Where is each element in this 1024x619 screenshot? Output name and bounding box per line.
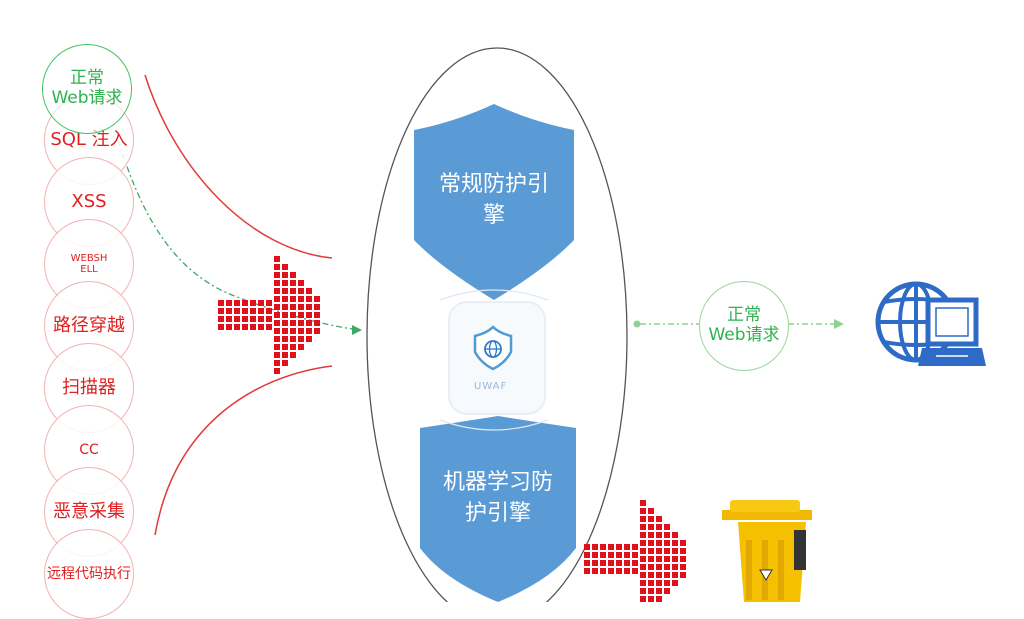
funnel-curve-bottom: [154, 365, 333, 536]
shield-top: [414, 104, 574, 300]
attack-arrow-in: [218, 256, 320, 374]
threat-circle-remote-code-execution: 远程代码执行: [44, 529, 134, 619]
threat-label: XSS: [71, 190, 107, 212]
normal-request-out-label: 正常 Web请求: [708, 305, 780, 345]
threat-label: 路径穿越: [53, 314, 125, 336]
waf-ellipse: [366, 47, 628, 602]
ml-engine-label: 机器学习防 护引擎: [442, 470, 553, 526]
uwaf-logo-label: UWAF: [474, 381, 508, 392]
rule-engine-label: 常规防护引 擎: [438, 172, 549, 228]
threat-label: 扫描器: [62, 376, 116, 398]
diagram-graphics: [117, 47, 986, 602]
normal-request-in-label: 正常 Web请求: [51, 68, 123, 108]
funnel-curve-top: [144, 74, 333, 259]
normal-request-path-in: [117, 139, 361, 331]
globe-laptop-icon: [875, 281, 986, 366]
threat-label: CC: [79, 441, 99, 458]
shield-globe-icon: [473, 325, 513, 371]
threat-label: WEBSH ELL: [70, 252, 108, 276]
uwaf-diagram: SQL 注入 XSS WEBSH ELL 路径穿越 扫描器 CC 恶意采集 远程…: [42, 44, 986, 619]
normal-request-in-circle: 正常 Web请求: [42, 44, 132, 134]
shield-bottom: [420, 416, 576, 602]
normal-request-out-circle: 正常 Web请求: [699, 281, 789, 371]
threat-label: 远程代码执行: [47, 565, 131, 582]
trash-bin-icon: [722, 500, 812, 602]
threat-label: SQL 注入: [50, 128, 128, 150]
threat-label: 恶意采集: [53, 500, 125, 522]
blocked-arrow-out: [584, 500, 686, 602]
